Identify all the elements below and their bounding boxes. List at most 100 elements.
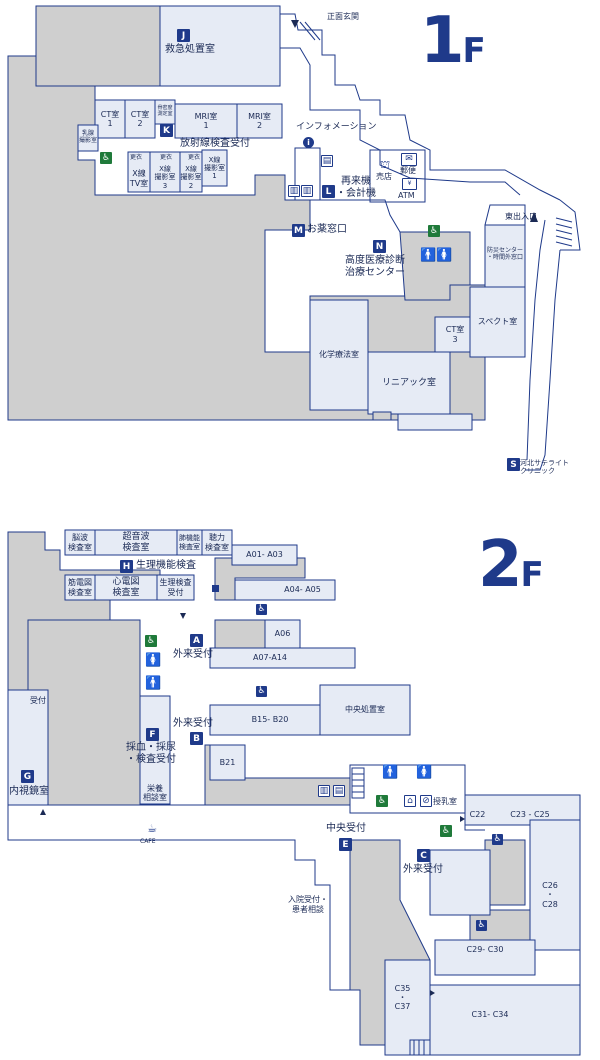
radiology-reception[interactable]: 放射線検査受付 [180,138,250,149]
room-spect[interactable]: スペクト室 [477,317,518,327]
pharmacy-window[interactable]: お薬窓口 [307,224,347,235]
room-ecg[interactable]: 心電図 検査室 [112,577,140,598]
blood-urine-reception[interactable]: 採血・採尿 ・検査受付 [126,742,176,765]
badge-j[interactable]: J [177,29,190,42]
badge-b[interactable]: B [190,732,203,745]
room-chemotherapy[interactable]: 化学療法室 [319,350,359,360]
outpatient-reception-c[interactable]: 外来受付 [403,864,443,875]
accessible-toilet-icon-2f-a: ♿ [145,635,157,647]
advanced-medical-center[interactable]: 高度医療診断 治療センター [345,255,405,278]
room-pulmonary[interactable]: 肺機能 検査室 [179,534,200,551]
accessible-toilet-icon-2f-c: ♿ [440,825,452,837]
room-xray-tv[interactable]: X線 TV室 [129,169,149,188]
male-toilet-icon-2f-b: 🚹 [382,765,399,780]
room-emergency[interactable]: 救急処置室 [165,44,215,55]
room-endoscopy[interactable]: 内視鏡室 [9,786,49,797]
room-central-treatment[interactable]: 中央処置室 [345,705,385,715]
room-changing-1: 更衣 [130,154,143,161]
badge-l[interactable]: L [322,185,335,198]
room-b21[interactable]: B21 [219,757,236,767]
information-label[interactable]: インフォメーション [296,122,377,132]
cafe-label[interactable]: CAFE [140,838,156,845]
nursing-bottle-icon: ⊘ [420,795,432,807]
badge-g[interactable]: G [21,770,34,783]
room-c31-c34[interactable]: C31- C34 [471,1010,509,1020]
room-c35-c37[interactable]: C35 ・ C37 [394,983,411,1012]
badge-f[interactable]: F [146,728,159,741]
satellite-clinic[interactable]: 河北サテライト クリニック [520,459,569,476]
room-b15-b20[interactable]: B15- B20 [251,715,289,725]
floor-2f-title-f: F [520,555,544,595]
reentry-machine-icon-2f: ▤ [333,785,345,797]
reentry-machine-icon: ▤ [321,155,333,167]
main-entrance-label[interactable]: 正面玄関 [327,12,359,21]
room-a04-a05[interactable]: A04- A05 [284,585,321,595]
outpatient-reception-b[interactable]: 外来受付 [173,718,213,729]
room-ct-3[interactable]: CT室 3 [445,325,465,344]
physiology-reception[interactable]: 生理検査 受付 [159,578,192,597]
post-label[interactable]: 郵便 [400,166,416,175]
payment-machine-icon: ▥ [288,185,300,197]
room-c29-c30[interactable]: C29- C30 [466,945,504,955]
mail-icon: ✉ [401,153,417,166]
endoscopy-reception[interactable]: 受付 [30,696,46,705]
badge-e[interactable]: E [339,838,352,851]
badge-k[interactable]: K [160,124,173,137]
female-toilet-icon: 🚺 [436,248,453,263]
shop-icon: ⛫ [379,157,391,171]
shop-label[interactable]: 売店 [376,172,392,181]
room-ultrasound[interactable]: 超音波 検査室 [122,532,150,553]
reception-machines[interactable]: 再来機 ・会計機 [336,176,376,199]
badge-n[interactable]: N [373,240,386,253]
floor-2f-plan [7,529,581,1056]
room-c22[interactable]: C22 [469,810,486,820]
male-toilet-icon-2f-a: 🚹 [145,676,162,691]
female-toilet-icon-2f-b: 🚺 [416,765,433,780]
room-mri-2[interactable]: MRI室 2 [248,111,271,130]
nutrition-consultation[interactable]: 栄養 相談室 [143,783,167,802]
atm-icon: ¥ [402,178,417,190]
badge-c[interactable]: C [417,849,430,862]
floor-1f-title-number: 1 [420,4,465,78]
physiology-testing[interactable]: 生理機能検査 [136,560,196,571]
room-eeg[interactable]: 脳波 検査室 [68,533,92,552]
badge-h[interactable]: H [120,560,133,573]
room-xray-3[interactable]: X線 撮影室 3 [154,165,176,190]
room-mri-1[interactable]: MRI室 1 [194,111,218,130]
badge-m[interactable]: M [292,224,305,237]
badge-s[interactable]: S [507,458,520,471]
room-a06[interactable]: A06 [274,629,291,639]
room-mammography[interactable]: 乳腺 撮影室 [78,130,97,144]
outpatient-reception-a[interactable]: 外来受付 [173,649,213,660]
room-changing-2: 更衣 [160,154,173,161]
payment-machine-icon-2: ▥ [301,185,313,197]
room-c23-c25[interactable]: C23 - C25 [510,810,550,820]
atm-label[interactable]: ATM [398,191,415,200]
floor-1f-plan [7,5,581,471]
floor-2f-title-number: 2 [478,528,523,602]
room-a01-a03[interactable]: A01- A03 [246,550,283,560]
room-c26-c28[interactable]: C26 ・ C28 [542,881,558,909]
central-reception[interactable]: 中央受付 [326,823,366,834]
disaster-center[interactable]: 防災センター ・時間外窓口 [486,247,523,261]
room-emergency-shape [159,5,281,87]
room-bone-density[interactable]: 骨密度 測定室 [157,105,173,117]
room-hearing[interactable]: 聴力 検査室 [205,533,229,552]
male-toilet-icon: 🚹 [420,248,437,263]
payment-machine-icon-2f: ▥ [318,785,330,797]
accessible-toilet-icon: ♿ [100,152,112,164]
east-entrance-label[interactable]: 東出入口 [505,212,537,221]
nursing-room[interactable]: 授乳室 [433,797,457,806]
female-toilet-icon-2f-a: 🚺 [145,653,162,668]
baby-changing-icon: ⌂ [404,795,416,807]
room-a07-a14[interactable]: A07-A14 [252,653,287,663]
room-changing-3: 更衣 [188,154,201,161]
room-ct-2[interactable]: CT室 2 [130,109,150,128]
room-ct-1[interactable]: CT室 1 [100,109,120,128]
admission-consultation[interactable]: 入院受付・ 患者相談 [288,895,328,914]
room-xray-2[interactable]: X線 撮影室 2 [180,165,202,190]
room-xray-1[interactable]: X線 撮影室 1 [204,155,225,181]
badge-a[interactable]: A [190,634,203,647]
room-linac[interactable]: リニアック室 [381,377,436,388]
room-emg[interactable]: 筋電図 検査室 [68,578,92,597]
